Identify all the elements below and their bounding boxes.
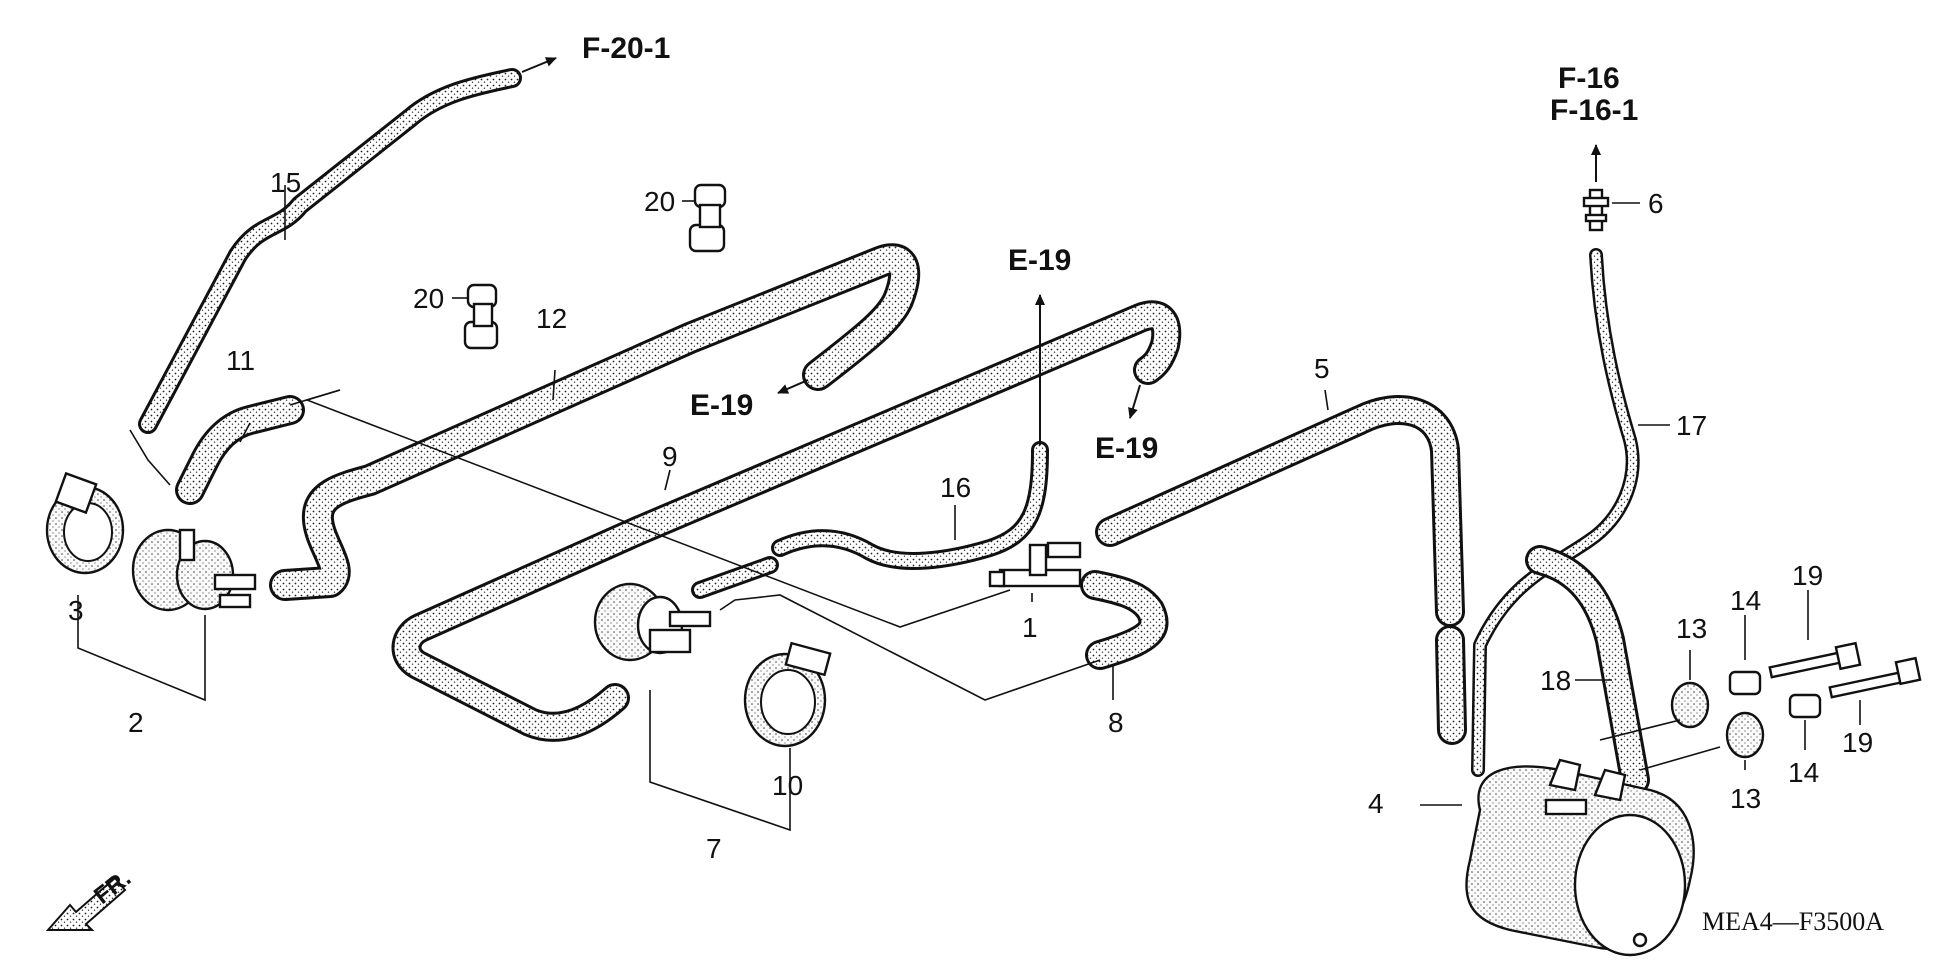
- ref-e-19-top: E-19: [1008, 244, 1071, 277]
- hose-short: [691, 556, 779, 599]
- hose-4: [1435, 625, 1467, 745]
- part-number-14-upper: 14: [1730, 585, 1761, 616]
- part-number-19-lower: 19: [1842, 727, 1873, 758]
- front-direction-indicator: FR.: [45, 865, 136, 931]
- hose-16: [771, 441, 1049, 570]
- clip-20-upper: [688, 183, 727, 253]
- clip-20-lower: [463, 283, 499, 350]
- grommet-13-lower: [1725, 711, 1765, 759]
- bolt-19-upper: [1768, 641, 1862, 679]
- part-number-13-lower: 13: [1730, 783, 1761, 814]
- ref-f-16: F-16: [1558, 62, 1620, 95]
- part-number-2: 2: [128, 707, 144, 738]
- hose-11: [175, 395, 305, 505]
- hose-17: [1471, 248, 1640, 777]
- part-number-4: 4: [1368, 788, 1384, 819]
- evap-canister: [1465, 758, 1695, 957]
- diagram-code: MEA4—F3500A: [1702, 907, 1884, 936]
- direction-arrows: [521, 57, 1601, 445]
- hose-9: [391, 300, 1182, 742]
- part-number-1: 1: [1022, 612, 1038, 643]
- hose-12: [269, 243, 921, 601]
- collar-14-upper: [1728, 670, 1762, 696]
- part-number-7: 7: [706, 833, 722, 864]
- part-number-5: 5: [1314, 353, 1330, 384]
- part-number-13-upper: 13: [1676, 613, 1707, 644]
- part-number-19-upper: 19: [1792, 560, 1823, 591]
- ref-f-20-1: F-20-1: [582, 32, 670, 65]
- part-number-14-lower: 14: [1788, 757, 1819, 788]
- ref-f-16-1: F-16-1: [1550, 94, 1638, 127]
- part-number-12: 12: [536, 303, 567, 334]
- fitting-6: [1582, 188, 1610, 232]
- hose-5: [1095, 395, 1465, 627]
- collar-14-lower: [1788, 693, 1822, 719]
- clamp-3: [45, 471, 125, 575]
- part-number-6: 6: [1648, 188, 1664, 219]
- purge-valve-2: [131, 528, 257, 612]
- three-way-joint-1: [988, 541, 1082, 588]
- part-number-3: 3: [68, 595, 84, 626]
- part-number-20-upper: 20: [644, 186, 675, 217]
- part-number-8: 8: [1108, 707, 1124, 738]
- part-number-20-lower: 20: [413, 283, 444, 314]
- ref-e-19-right: E-19: [1095, 432, 1158, 465]
- leader-lines: [77, 185, 1861, 832]
- grommet-13-upper: [1670, 681, 1710, 729]
- part-number-15: 15: [270, 167, 301, 198]
- bolt-19-lower: [1828, 656, 1922, 699]
- clamp-10: [743, 641, 832, 748]
- part-number-16: 16: [940, 472, 971, 503]
- ref-e-19-left: E-19: [690, 389, 753, 422]
- hose-8: [1080, 570, 1169, 670]
- hose-18: [1525, 545, 1650, 795]
- part-number-17: 17: [1676, 410, 1707, 441]
- part-number-18: 18: [1540, 665, 1571, 696]
- part-number-9: 9: [662, 441, 678, 472]
- valve-7: [593, 582, 712, 662]
- part-number-10: 10: [772, 770, 803, 801]
- hose-15: [138, 68, 522, 434]
- part-number-11: 11: [226, 345, 255, 376]
